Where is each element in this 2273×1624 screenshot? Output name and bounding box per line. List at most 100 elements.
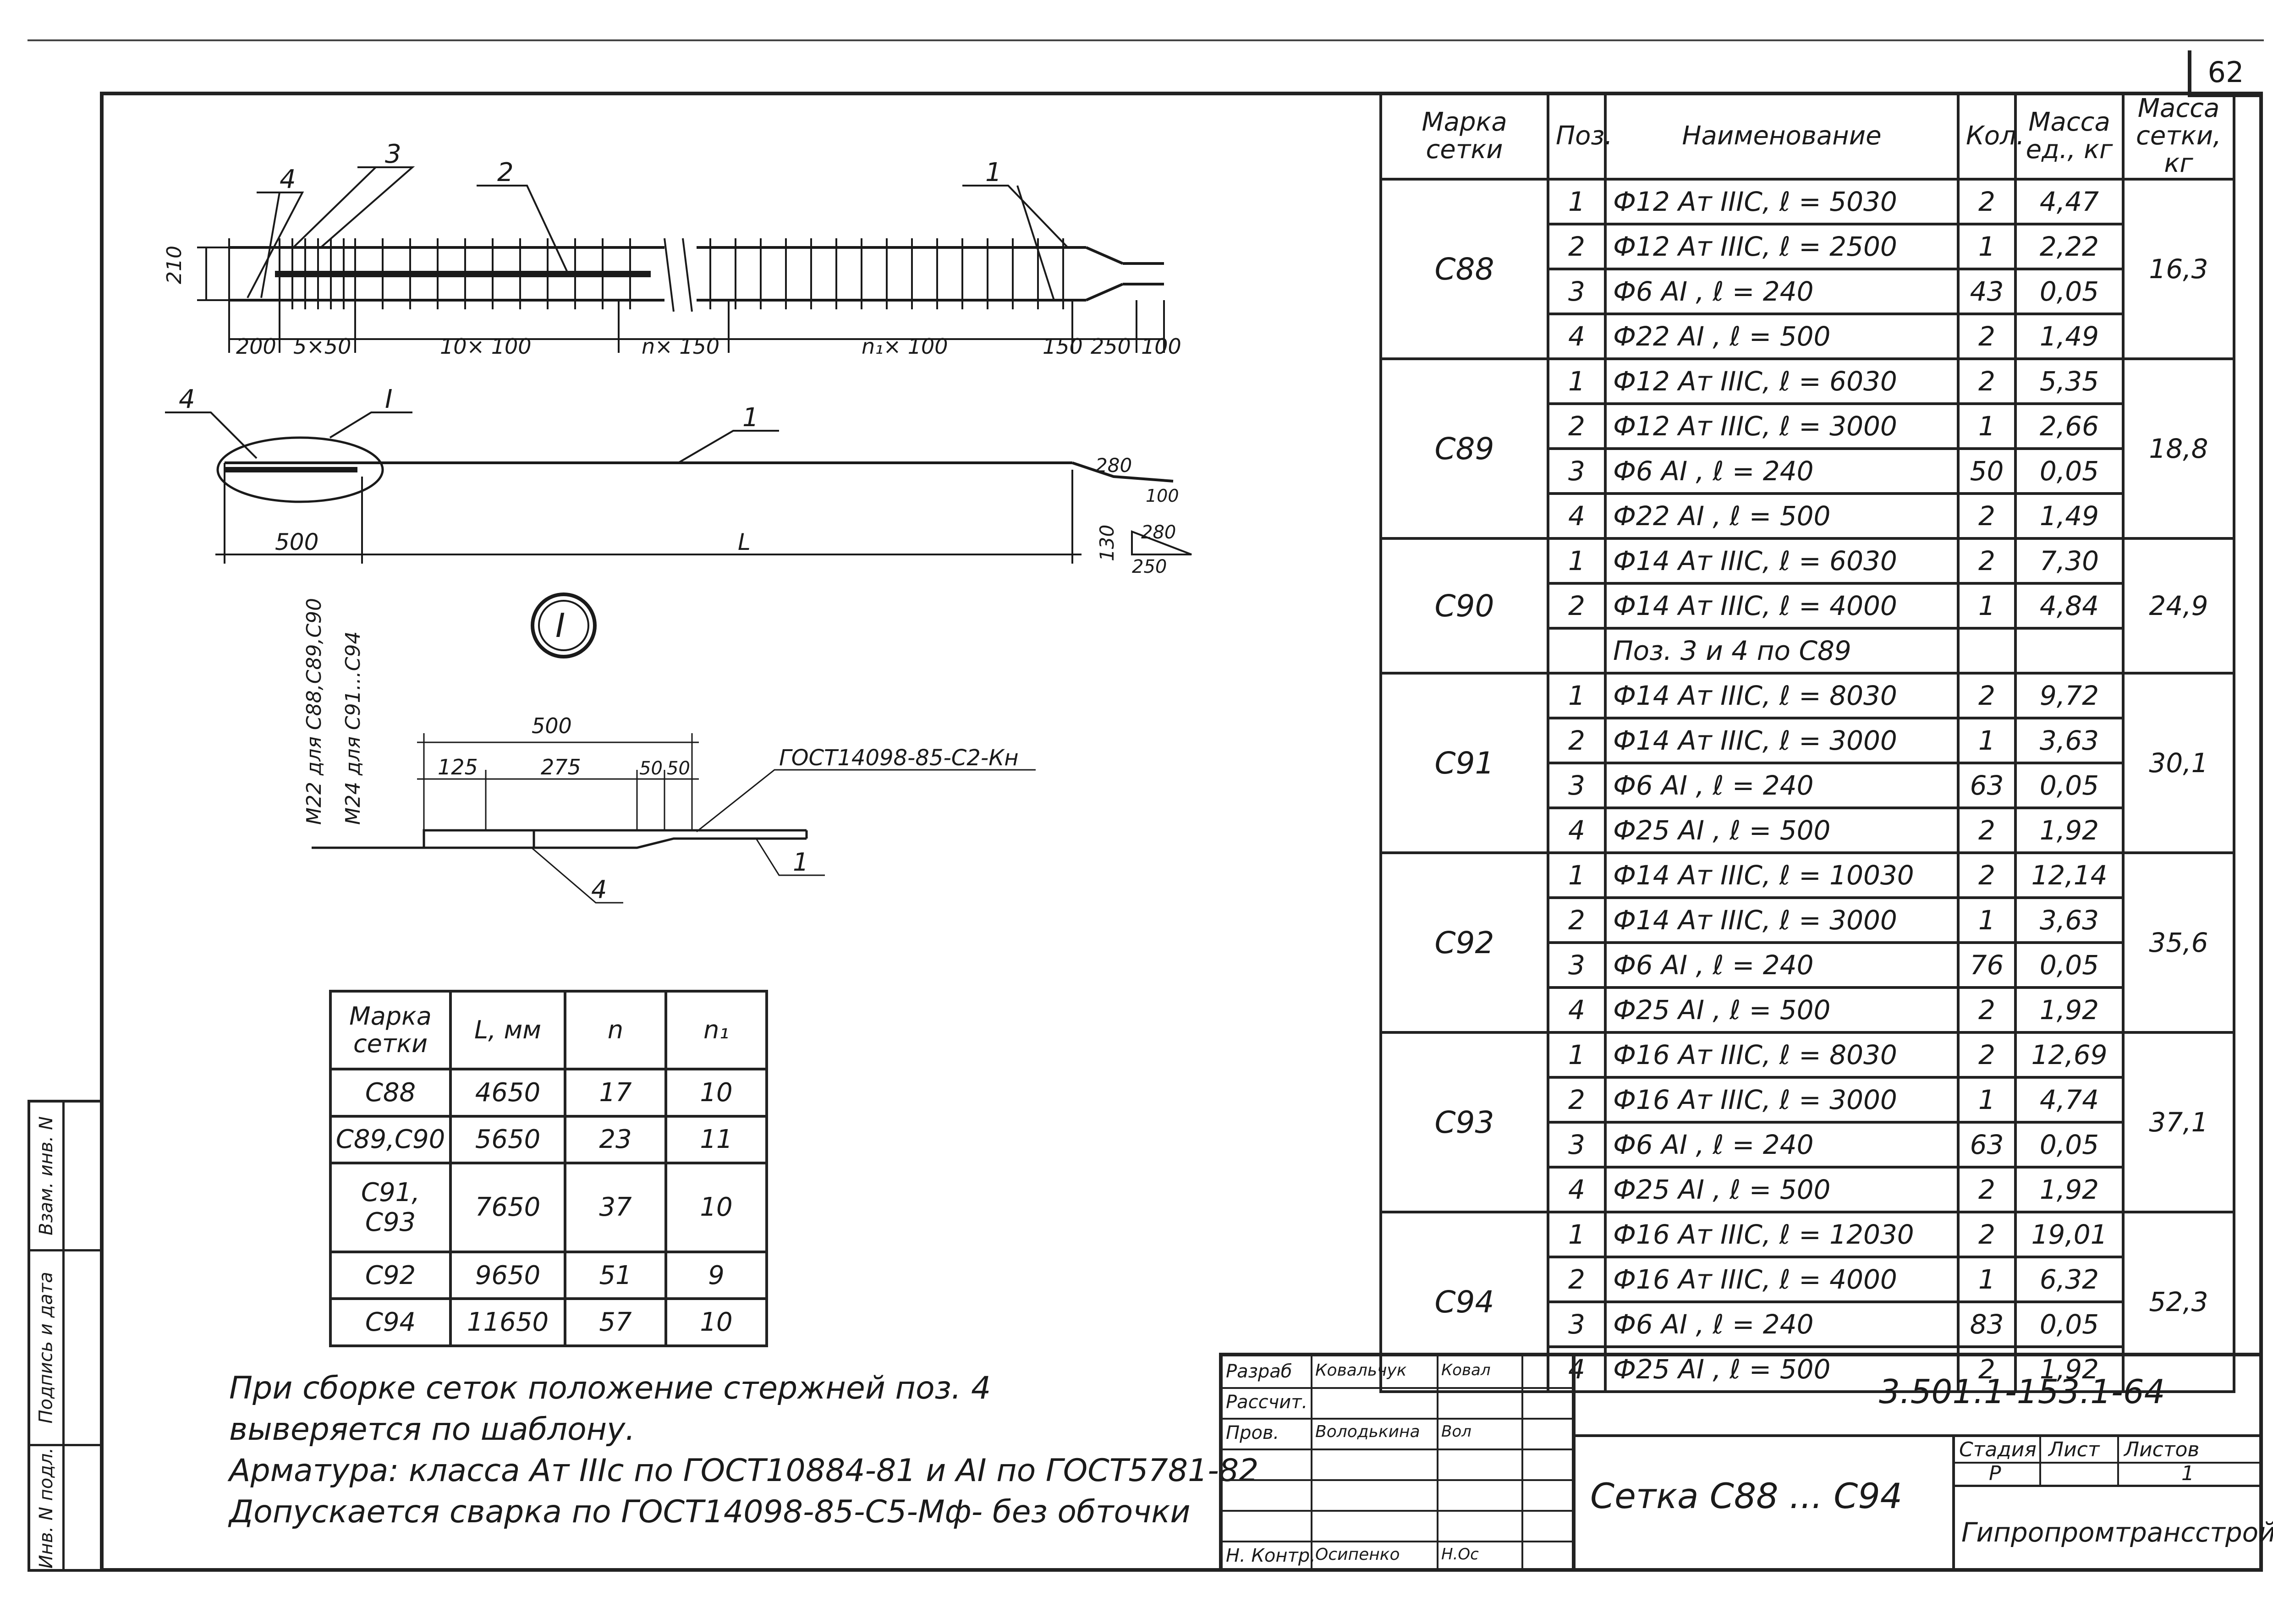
note-line: При сборке сеток положение стержней поз.…: [229, 1370, 991, 1406]
side-stamp: Взам. инв. N Подпись и дата Инв. N подл.: [27, 1100, 103, 1572]
spec-pos: 3: [1547, 762, 1607, 809]
spec-mark: С93: [1379, 1031, 1549, 1213]
tb-line: [1572, 1353, 1576, 1572]
mesh-plan-view: [229, 246, 1164, 302]
spec-pos: 2: [1547, 223, 1607, 270]
spec-pos: 3: [1547, 1300, 1607, 1348]
spec-qty: 2: [1957, 1211, 2017, 1258]
bar-label: 4: [179, 384, 195, 414]
dim-label: 100: [1141, 334, 1181, 359]
tb-signature: Ковал: [1441, 1361, 1491, 1379]
spec-pos: 2: [1547, 717, 1607, 764]
tb-line: [2117, 1437, 2119, 1485]
spec-pos: 2: [1547, 582, 1607, 630]
header-qty: Кол.: [1957, 92, 2025, 181]
spec-qty: 50: [1957, 447, 2017, 495]
spec-mass: 5,35: [2014, 357, 2125, 405]
spec-pos: 1: [1547, 357, 1607, 405]
side-stamp-separator: [30, 1249, 103, 1251]
sheet-label: Лист: [2048, 1438, 2100, 1461]
top-rule: [27, 39, 2264, 41]
spec-mass: 0,05: [2014, 762, 2125, 809]
spec-mass: 2,66: [2014, 402, 2125, 450]
dim-label: n× 150: [642, 334, 719, 359]
spec-name: Ф16 Aт ІІІС, ℓ = 3000: [1604, 1076, 1960, 1124]
spec-pos: 4: [1547, 1166, 1607, 1213]
tb-row-line: [1223, 1479, 1572, 1481]
spec-mass: 12,14: [2014, 851, 2125, 899]
lengths-cell: С89,С90: [329, 1114, 452, 1165]
tb-line: [1955, 1462, 2263, 1464]
lengths-cell: 11: [664, 1114, 768, 1165]
tb-name: Володькина: [1315, 1422, 1420, 1441]
tb-role: Рассчит.: [1226, 1392, 1308, 1413]
tb-role: Н. Контр.: [1226, 1545, 1316, 1566]
stage-value: Р: [1989, 1462, 2001, 1485]
header-name: Наименование: [1604, 92, 1960, 181]
spec-name: Ф14 Aт ІІІС, ℓ = 6030: [1604, 537, 1960, 585]
spec-mass: 0,05: [2014, 941, 2125, 989]
detail-label: I: [555, 606, 565, 645]
note-line: выверяется по шаблону.: [229, 1411, 635, 1448]
specification-table: Марка сетки Поз. Наименование Кол. Масса…: [1379, 92, 2235, 1393]
tb-role: Пров.: [1226, 1422, 1279, 1443]
tb-line: [1576, 1434, 2263, 1437]
spec-qty: 2: [1957, 807, 2017, 854]
spec-mass: 7,30: [2014, 537, 2125, 585]
spec-mass: 4,47: [2014, 178, 2125, 225]
spec-qty: 2: [1957, 1031, 2017, 1079]
tb-signature: Н.Ос: [1441, 1545, 1479, 1564]
spec-qty: 1: [1957, 582, 2017, 630]
lengths-cell: 10: [664, 1162, 768, 1253]
spec-qty: 1: [1957, 402, 2017, 450]
spec-name: Ф6 AI , ℓ = 240: [1604, 1121, 1960, 1169]
lengths-cell: 7650: [449, 1162, 566, 1253]
lengths-cell: С88: [329, 1068, 452, 1118]
tb-row-line: [1223, 1387, 1572, 1389]
spec-mass: 19,01: [2014, 1211, 2125, 1258]
spec-name: Ф6 AI , ℓ = 240: [1604, 447, 1960, 495]
callout-label: 2: [497, 158, 514, 187]
lengths-cell: 51: [564, 1250, 667, 1300]
dim-label: 200: [236, 334, 276, 359]
stage-label: Стадия: [1959, 1438, 2037, 1461]
bar-elevation-view: [165, 411, 1192, 564]
note-line: Арматура: класса Aт ІІІс по ГОСТ10884-81…: [229, 1453, 1259, 1489]
spec-mass: 0,05: [2014, 1300, 2125, 1348]
spec-mass: 0,05: [2014, 1121, 2125, 1169]
transverse-bars: [279, 238, 1064, 309]
sheets-value: 1: [2181, 1462, 2194, 1485]
detail-dim: 50: [639, 758, 663, 779]
spec-pos: 4: [1547, 313, 1607, 360]
spec-mass: 3,63: [2014, 717, 2125, 764]
dim-label: 150: [1043, 334, 1083, 359]
spec-pos: [1547, 627, 1607, 675]
tb-line: [1219, 1353, 1223, 1572]
spec-mass: 3,63: [2014, 896, 2125, 944]
lengths-header: Марка сетки: [329, 990, 452, 1070]
spec-mass: 6,32: [2014, 1256, 2125, 1303]
spec-mass: 9,72: [2014, 672, 2125, 719]
spec-mass: 2,22: [2014, 223, 2125, 270]
spec-pos: 4: [1547, 492, 1607, 540]
vertical-note: М24 для С91...С94: [341, 631, 365, 825]
spec-mass: 4,84: [2014, 582, 2125, 630]
spec-pos: 3: [1547, 447, 1607, 495]
spec-total: 16,3: [2122, 178, 2235, 360]
header-unit-mass: Масса ед., кг: [2014, 92, 2125, 181]
spec-name: Ф22 AI , ℓ = 500: [1604, 492, 1960, 540]
spec-name: Ф22 AI , ℓ = 500: [1604, 313, 1960, 360]
gost-label: ГОСТ14098-85-С2-Кн: [779, 745, 1019, 771]
lengths-cell: 17: [564, 1068, 667, 1118]
bar-label: 1: [742, 403, 759, 433]
spec-pos: 1: [1547, 1031, 1607, 1079]
spec-qty: 1: [1957, 223, 2017, 270]
